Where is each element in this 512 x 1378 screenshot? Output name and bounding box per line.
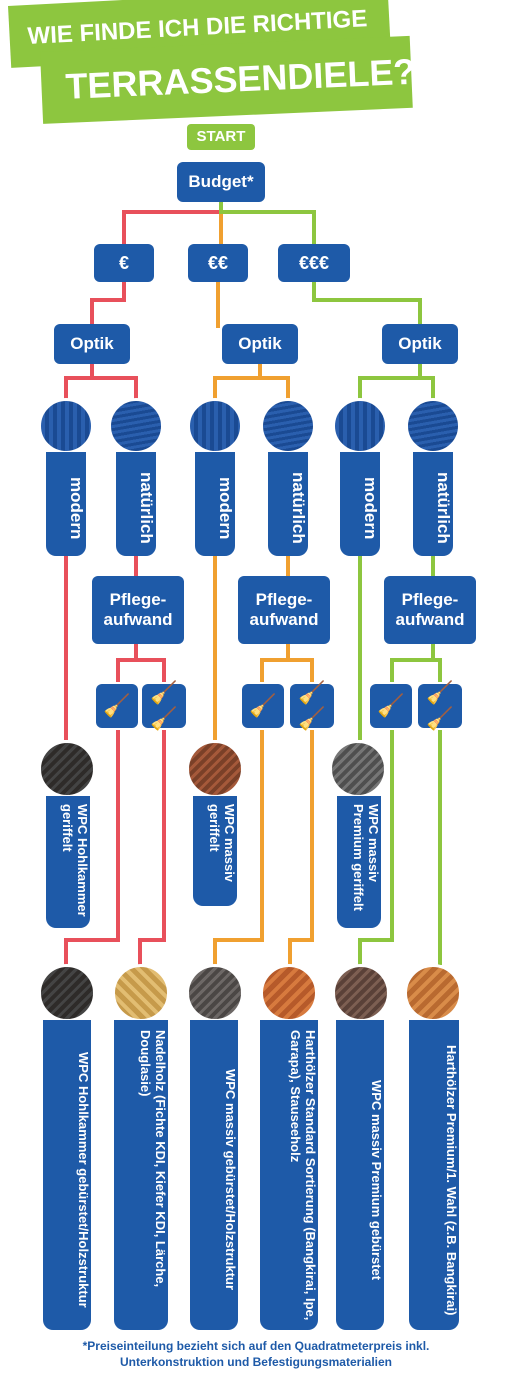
product-wpc-hohlkammer-geriffelt: WPC Hohlkammer geriffelt (46, 796, 90, 928)
wpc-board-grey-icon (186, 964, 244, 1022)
connector-red (64, 360, 138, 402)
style-modern-high: modern (340, 452, 380, 556)
wpc-board-grey-icon (329, 740, 387, 798)
hardwood-board-icon (260, 964, 318, 1022)
modern-texture-icon (187, 398, 243, 454)
product-harthoelzer-premium: Harthölzer Premium/1. Wahl (z.B. Bangkir… (409, 1020, 459, 1330)
style-natural-mid: natürlich (268, 452, 308, 556)
connector-green (390, 643, 442, 682)
connector-green (358, 730, 394, 965)
care-box-high: Pflege- aufwand (384, 576, 476, 644)
product-nadelholz: Nadelholz (Fichte KDI, Kiefer KDI, Lärch… (114, 1020, 168, 1330)
wpc-board-dark-icon (38, 964, 96, 1022)
style-modern-mid: modern (195, 452, 235, 556)
optik-box-mid: Optik (222, 324, 298, 364)
style-modern-low: modern (46, 452, 86, 556)
connector-red (122, 200, 223, 245)
connector-green (219, 200, 316, 245)
price-level-mid: €€ (188, 244, 248, 282)
footnote: *Preiseinteilung bezieht sich auf den Qu… (0, 1338, 512, 1370)
connector-orange (213, 730, 264, 965)
connector-red (116, 643, 166, 682)
style-natural-high: natürlich (413, 452, 453, 556)
natural-texture-icon (260, 398, 316, 454)
product-wpc-massiv-gebuerstet: WPC massiv gebürstet/Holzstruktur (190, 1020, 238, 1330)
care-label-line1: Pflege- (255, 590, 313, 609)
modern-texture-icon (38, 398, 94, 454)
wpc-board-brown-icon (186, 740, 244, 798)
care-box-mid: Pflege- aufwand (238, 576, 330, 644)
low-care-brush-icon: 🧹 (96, 684, 138, 728)
care-label-line2: aufwand (395, 610, 465, 629)
product-wpc-hohlkammer-gebuerstet: WPC Hohlkammer gebürstet/Holzstruktur (43, 1020, 91, 1330)
footnote-line1: *Preiseinteilung bezieht sich auf den Qu… (82, 1339, 430, 1353)
wpc-board-premium-icon (332, 964, 390, 1022)
hardwood-premium-board-icon (404, 964, 462, 1022)
care-label-line2: aufwand (249, 610, 319, 629)
budget-box: Budget* (177, 162, 265, 202)
product-wpc-massiv-premium-geriffelt: WPC massiv Premium geriffelt (337, 796, 381, 928)
high-care-brushes-icon: 🧹🧹 (290, 680, 334, 731)
care-label-line2: aufwand (103, 610, 173, 629)
start-label: START (187, 124, 255, 150)
wpc-board-dark-icon (38, 740, 96, 798)
connector-green (358, 360, 435, 402)
care-label-line1: Pflege- (109, 590, 167, 609)
care-box-low: Pflege- aufwand (92, 576, 184, 644)
high-care-brushes-icon: 🧹🧹 (418, 680, 462, 731)
connector-orange (288, 730, 314, 965)
product-wpc-massiv-premium-gebuerstet: WPC massiv Premium gebürstet (336, 1020, 384, 1330)
connector-green (312, 280, 422, 328)
optik-box-high: Optik (382, 324, 458, 364)
natural-texture-icon (108, 398, 164, 454)
low-care-brush-icon: 🧹 (242, 684, 284, 728)
connector-orange (260, 643, 314, 682)
style-natural-low: natürlich (116, 452, 156, 556)
optik-box-low: Optik (54, 324, 130, 364)
modern-texture-icon (332, 398, 388, 454)
care-label-line1: Pflege- (401, 590, 459, 609)
natural-texture-icon (405, 398, 461, 454)
low-care-brush-icon: 🧹 (370, 684, 412, 728)
connector-red (64, 730, 120, 965)
connector-red (138, 730, 166, 965)
product-harthoelzer-standard: Harthölzer Standard Sortierung (Bangkira… (260, 1020, 318, 1330)
softwood-board-icon (112, 964, 170, 1022)
connector-orange (213, 360, 290, 402)
high-care-brushes-icon: 🧹🧹 (142, 680, 186, 731)
product-wpc-massiv-geriffelt: WPC massiv geriffelt (193, 796, 237, 906)
footnote-line2: Unterkonstruktion und Befestigungsmateri… (119, 1355, 393, 1369)
price-level-high: €€€ (278, 244, 350, 282)
price-level-low: € (94, 244, 154, 282)
connector-red (90, 280, 126, 328)
